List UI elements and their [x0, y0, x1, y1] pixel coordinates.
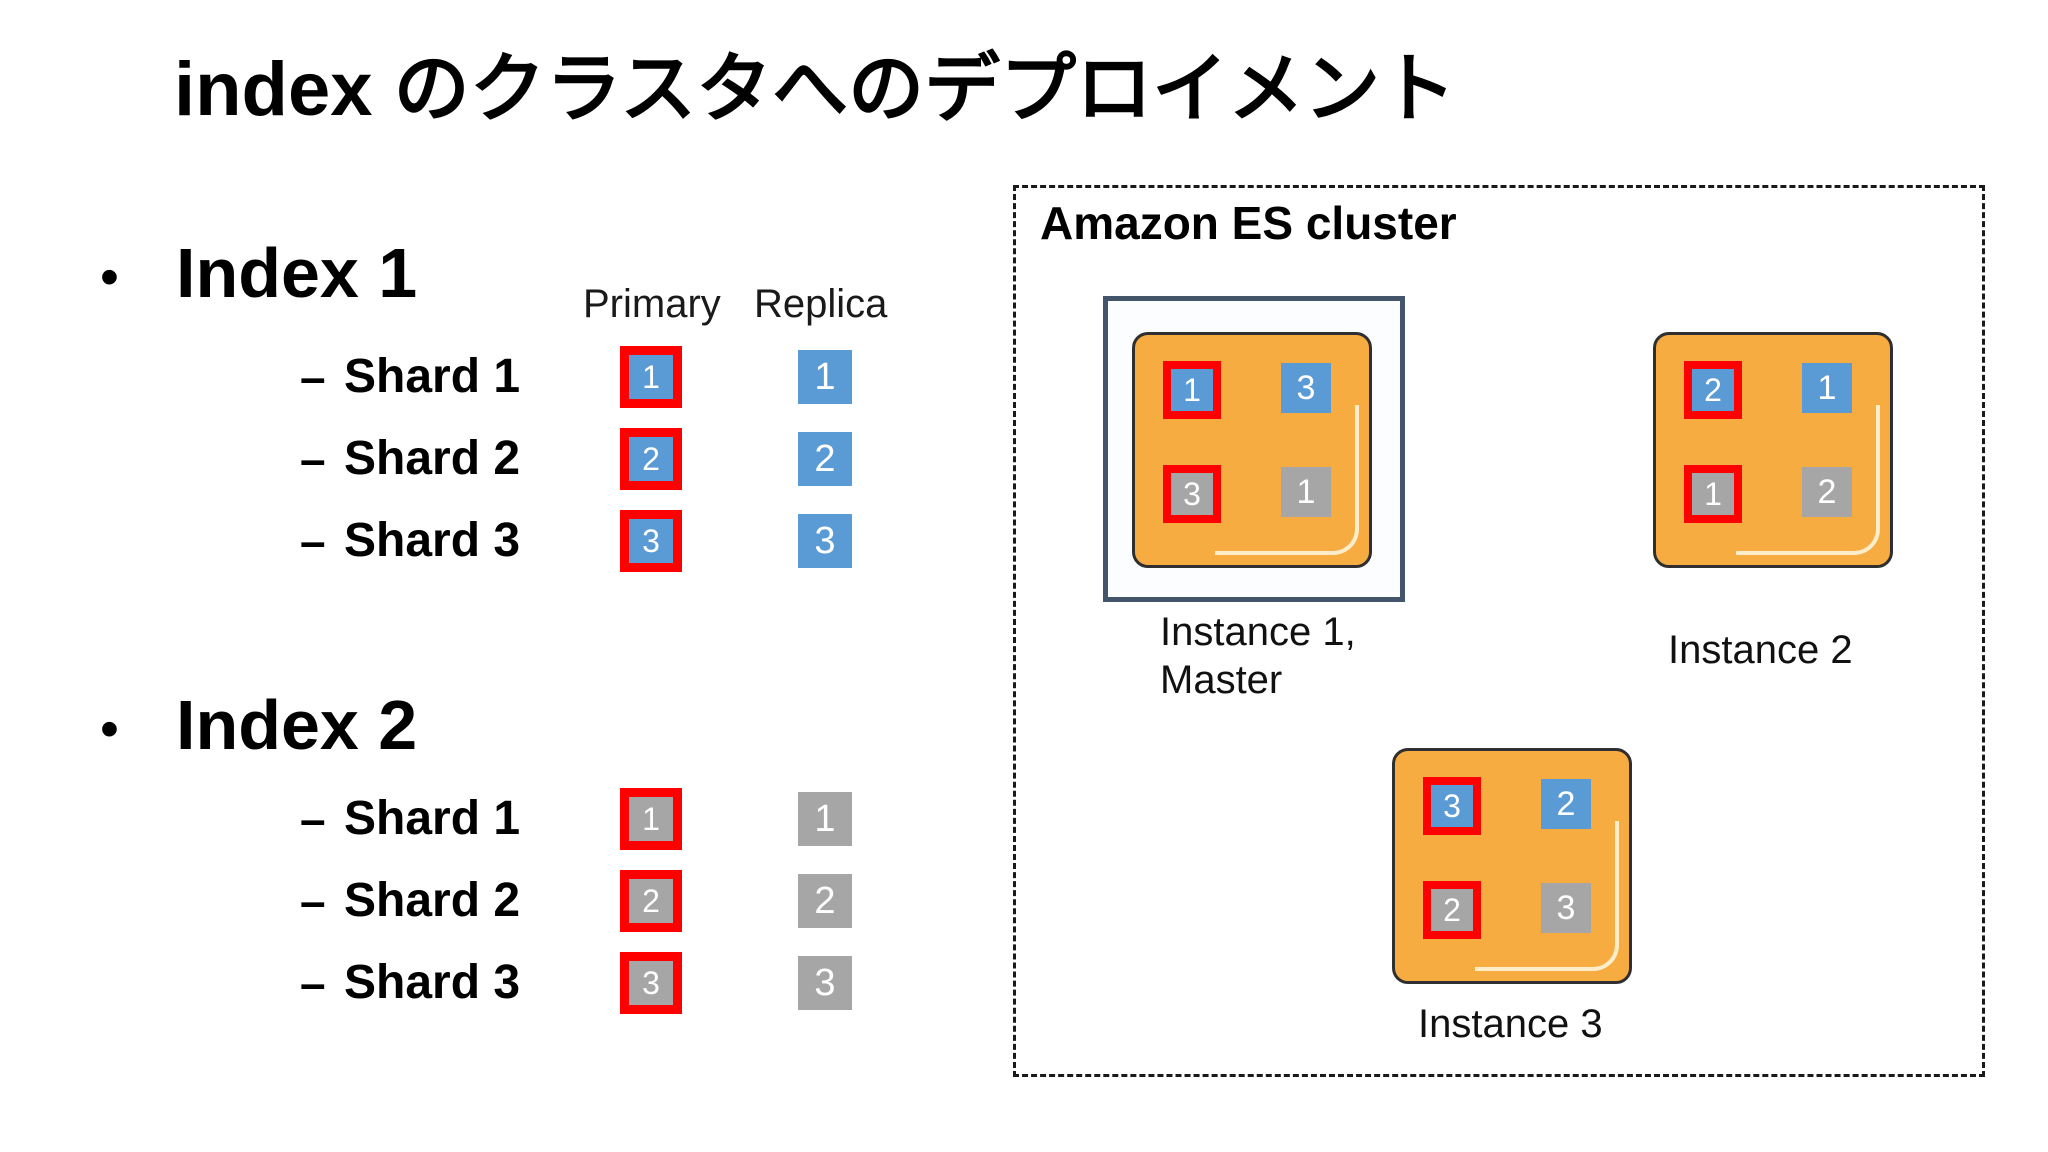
dash-glyph: –: [300, 433, 326, 485]
amazon-es-cluster-box: [1013, 185, 1985, 1077]
shard-label: Shard 2: [344, 432, 521, 485]
shard-number: 1: [814, 355, 836, 398]
instance-2-box: 2 1 1 2: [1653, 332, 1893, 568]
shard-number: 2: [814, 879, 836, 922]
replica-shard-square: 1: [1281, 467, 1331, 517]
primary-shard-square: 1: [1163, 361, 1221, 419]
replica-shard-square: 1: [1802, 363, 1852, 413]
dash-glyph: –: [300, 875, 326, 927]
index2-heading: Index 2: [176, 686, 418, 764]
instance-1-box: 1 3 3 1: [1132, 332, 1372, 568]
index2-shard1-row: – Shard 1 1 1: [300, 788, 852, 850]
instance-3-box: 3 2 2 3: [1392, 748, 1632, 984]
shard-number: 2: [814, 437, 836, 480]
bullet-icon: •: [100, 699, 119, 759]
replica-column-header: Replica: [754, 282, 888, 326]
shard-number: 2: [642, 440, 660, 477]
page-title: index のクラスタへのデプロイメント: [174, 47, 1457, 132]
shard-number: 2: [1704, 371, 1722, 408]
shard-number: 1: [1817, 368, 1837, 407]
shard-number: 2: [1443, 891, 1461, 928]
primary-shard-square: 1: [1684, 465, 1742, 523]
instance-1-label-line1: Instance 1,: [1160, 610, 1356, 654]
replica-shard-square: 3: [798, 956, 852, 1010]
replica-shard-square: 2: [1802, 467, 1852, 517]
shard-number: 3: [814, 961, 836, 1004]
instance-swoosh-icon: [1215, 405, 1359, 555]
shard-number: 2: [1817, 472, 1837, 511]
primary-shard-square: 1: [620, 788, 682, 850]
primary-shard-square: 3: [1163, 465, 1221, 523]
shard-label: Shard 1: [344, 792, 521, 845]
instance-swoosh-icon: [1736, 405, 1880, 555]
shard-number: 1: [642, 800, 660, 837]
primary-shard-square: 3: [1423, 777, 1481, 835]
shard-label: Shard 2: [344, 874, 521, 927]
primary-shard-square: 3: [620, 510, 682, 572]
primary-column-header: Primary: [583, 282, 721, 326]
primary-shard-square: 2: [1423, 881, 1481, 939]
index2-shard2-row: – Shard 2 2 2: [300, 870, 852, 932]
shard-number: 3: [1443, 787, 1461, 824]
dash-glyph: –: [300, 351, 326, 403]
shard-number: 2: [642, 882, 660, 919]
instance-swoosh-icon: [1475, 821, 1619, 971]
primary-shard-square: 2: [1684, 361, 1742, 419]
shard-number: 3: [1183, 475, 1201, 512]
bullet-icon: •: [100, 247, 119, 307]
shard-number: 1: [1704, 475, 1722, 512]
primary-shard-square: 1: [620, 346, 682, 408]
shard-number: 3: [814, 519, 836, 562]
index1-shard3-row: – Shard 3 3 3: [300, 510, 852, 572]
shard-label: Shard 3: [344, 514, 521, 567]
shard-label: Shard 3: [344, 956, 521, 1009]
replica-shard-square: 1: [798, 792, 852, 846]
primary-shard-square: 2: [620, 870, 682, 932]
index1-heading: Index 1: [176, 234, 418, 312]
replica-shard-square: 3: [798, 514, 852, 568]
shard-number: 2: [1556, 784, 1576, 823]
primary-shard-square: 3: [620, 952, 682, 1014]
primary-shard-square: 2: [620, 428, 682, 490]
cluster-title: Amazon ES cluster: [1040, 197, 1457, 249]
replica-shard-square: 2: [798, 432, 852, 486]
dash-glyph: –: [300, 957, 326, 1009]
dash-glyph: –: [300, 793, 326, 845]
shard-number: 1: [1296, 472, 1316, 511]
index1-shard1-row: – Shard 1 1 1: [300, 346, 852, 408]
shard-number: 3: [642, 522, 660, 559]
shard-number: 1: [814, 797, 836, 840]
shard-number: 3: [642, 964, 660, 1001]
replica-shard-square: 1: [798, 350, 852, 404]
instance-1-label: Instance 1, Master: [1160, 608, 1356, 704]
replica-shard-square: 2: [798, 874, 852, 928]
replica-shard-square: 2: [1541, 779, 1591, 829]
instance-2-label: Instance 2: [1668, 628, 1853, 672]
shard-number: 1: [642, 358, 660, 395]
replica-shard-square: 3: [1281, 363, 1331, 413]
shard-number: 1: [1183, 371, 1201, 408]
index2-shard3-row: – Shard 3 3 3: [300, 952, 852, 1014]
instance-1-label-line2: Master: [1160, 658, 1283, 702]
shard-number: 3: [1556, 888, 1576, 927]
index1-shard2-row: – Shard 2 2 2: [300, 428, 852, 490]
shard-label: Shard 1: [344, 350, 521, 403]
instance-3-label: Instance 3: [1418, 1002, 1603, 1046]
shard-number: 3: [1296, 368, 1316, 407]
replica-shard-square: 3: [1541, 883, 1591, 933]
dash-glyph: –: [300, 515, 326, 567]
